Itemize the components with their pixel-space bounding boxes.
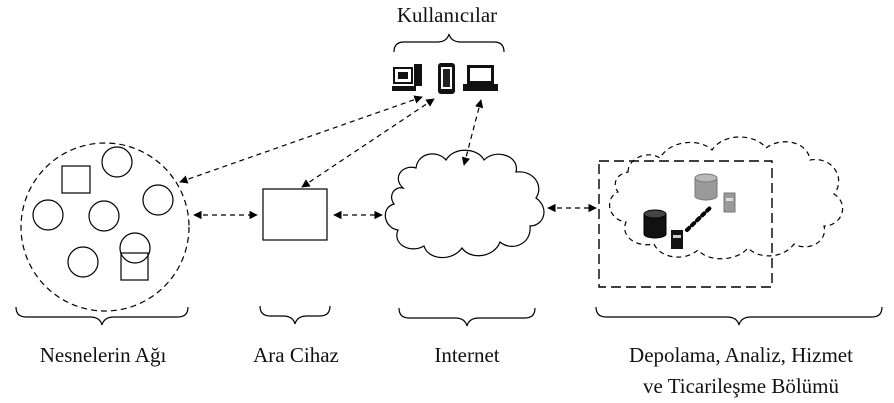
- storage-label-line2: ve Ticarileşme Bölümü: [643, 374, 839, 398]
- storage-label-line1: Depolama, Analiz, Hizmet: [629, 343, 853, 367]
- thing-circle: [88, 200, 120, 232]
- brace-things-network: [15, 306, 189, 326]
- internet-label: Internet: [434, 343, 499, 367]
- desktop-computer-icon: [392, 64, 422, 91]
- laptop-icon: [463, 65, 498, 91]
- arrow-gateway-users: [301, 98, 435, 188]
- thing-circle: [32, 199, 64, 231]
- gateway-label: Ara Cihaz: [253, 343, 339, 367]
- smartphone-icon: [438, 63, 455, 94]
- gateway-box: [262, 188, 328, 241]
- internet-cloud: [384, 149, 545, 259]
- brace-storage: [595, 306, 883, 326]
- arrow-network-users: [179, 95, 423, 184]
- server-icon: [723, 192, 736, 213]
- brace-internet: [398, 307, 536, 327]
- database-icon: [643, 209, 667, 239]
- thing-square: [61, 165, 91, 194]
- brace-gateway: [259, 305, 331, 325]
- thing-circle: [119, 232, 151, 264]
- users-brace: [393, 33, 505, 53]
- arrow-internet-users: [461, 99, 484, 166]
- thing-circle: [67, 246, 99, 278]
- storage-link: [685, 204, 714, 232]
- things-network: [20, 142, 190, 312]
- bottom-braces: [15, 305, 883, 327]
- storage-cloud: [609, 136, 844, 260]
- things-network-label: Nesnelerin Ağı: [40, 343, 167, 367]
- thing-square: [120, 252, 149, 281]
- connections: [179, 95, 597, 220]
- storage-dashed-box: [598, 160, 773, 288]
- thing-circle: [142, 184, 174, 216]
- users-label: Kullanıcılar: [397, 3, 497, 27]
- database-icon: [694, 173, 718, 201]
- storage-region: [598, 136, 844, 288]
- thing-circle: [101, 146, 133, 178]
- user-devices: [392, 63, 498, 94]
- server-icon: [671, 230, 683, 249]
